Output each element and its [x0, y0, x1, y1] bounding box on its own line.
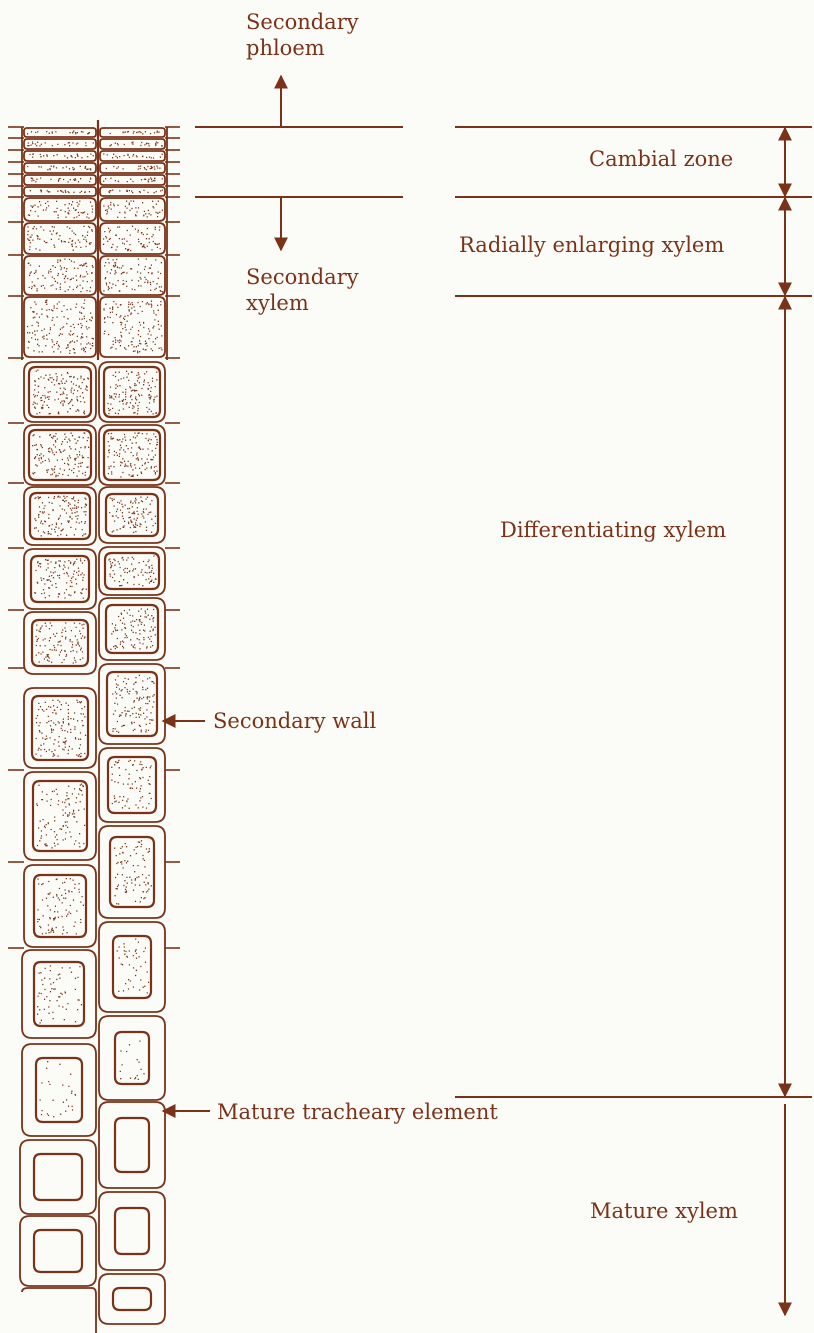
secondary-phloem-label: Secondary phloem — [246, 9, 359, 61]
secondary-xylem-label-line2: xylem — [246, 290, 359, 316]
mature-xylem-label: Mature xylem — [590, 1198, 738, 1224]
secondary-phloem-label-line2: phloem — [246, 35, 359, 61]
secondary-phloem-label-line1: Secondary — [246, 9, 359, 35]
secondary-xylem-label: Secondary xylem — [246, 264, 359, 316]
secondary-xylem-label-line1: Secondary — [246, 264, 359, 290]
secondary-wall-label: Secondary wall — [213, 708, 376, 734]
differentiating-xylem-label: Differentiating xylem — [500, 517, 726, 543]
radially-enlarging-xylem-label: Radially enlarging xylem — [459, 232, 724, 258]
mature-tracheary-element-label: Mature tracheary element — [217, 1099, 498, 1125]
cambial-zone-label: Cambial zone — [589, 146, 733, 172]
